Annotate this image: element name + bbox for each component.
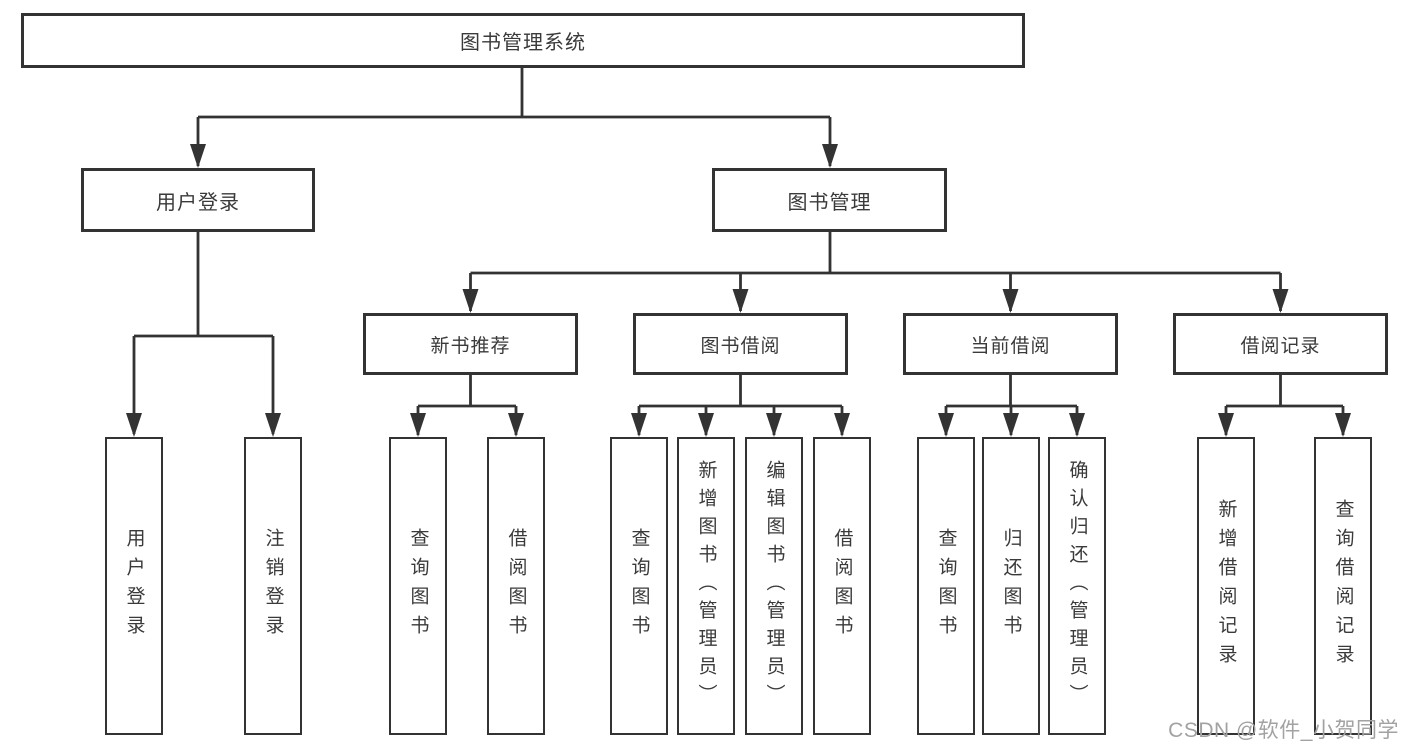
leaf-add-book-admin: 新增图书（管理员） xyxy=(677,437,735,735)
arrowhead xyxy=(1272,289,1289,313)
arrowhead xyxy=(834,413,850,437)
leaf-confirm-return-admin: 确认归还（管理员） xyxy=(1048,437,1106,735)
connector-borrow-records-group xyxy=(1224,375,1345,435)
node-root-library-system: 图书管理系统 xyxy=(21,13,1025,68)
arrowhead xyxy=(732,289,749,313)
arrowhead xyxy=(1002,289,1019,313)
leaf-query-borrow-record: 查询借阅记录 xyxy=(1314,437,1372,735)
arrowhead xyxy=(462,289,479,313)
arrowhead xyxy=(265,413,281,437)
arrowhead xyxy=(1335,413,1351,437)
connector-book-management-to-level3 xyxy=(469,232,1282,311)
connector-user-login-group xyxy=(132,232,275,434)
arrowhead xyxy=(938,413,954,437)
arrowhead xyxy=(410,413,426,437)
connector-book-borrow-group xyxy=(637,375,844,435)
node-user-login: 用户登录 xyxy=(81,168,315,232)
arrowhead xyxy=(698,413,714,437)
node-current-borrow: 当前借阅 xyxy=(903,313,1118,375)
leaf-query-books-recommend: 查询图书 xyxy=(389,437,447,735)
leaf-edit-book-admin: 编辑图书（管理员） xyxy=(745,437,803,735)
arrowhead xyxy=(631,413,647,437)
arrowhead xyxy=(126,413,142,437)
arrowhead xyxy=(1218,413,1234,437)
arrowhead xyxy=(766,413,782,437)
connector-new-book-recommend-group xyxy=(416,375,518,435)
arrowhead xyxy=(1003,413,1019,437)
arrowhead xyxy=(1069,413,1085,437)
connector-root-to-level2 xyxy=(196,68,832,166)
arrowhead xyxy=(822,144,838,168)
leaf-borrow-books-recommend: 借阅图书 xyxy=(487,437,545,735)
node-book-management: 图书管理 xyxy=(712,168,947,232)
leaf-borrow-books: 借阅图书 xyxy=(813,437,871,735)
leaf-query-books-current: 查询图书 xyxy=(917,437,975,735)
node-borrow-records: 借阅记录 xyxy=(1173,313,1388,375)
node-new-book-recommend: 新书推荐 xyxy=(363,313,578,375)
node-book-borrow: 图书借阅 xyxy=(633,313,848,375)
leaf-return-book: 归还图书 xyxy=(982,437,1040,735)
leaf-add-borrow-record: 新增借阅记录 xyxy=(1197,437,1255,735)
arrowhead xyxy=(190,144,206,168)
leaf-query-books-borrow: 查询图书 xyxy=(610,437,668,735)
connector-current-borrow-group xyxy=(944,375,1079,435)
leaf-logout: 注销登录 xyxy=(244,437,302,735)
arrowhead xyxy=(508,413,524,437)
leaf-user-login: 用户登录 xyxy=(105,437,163,735)
